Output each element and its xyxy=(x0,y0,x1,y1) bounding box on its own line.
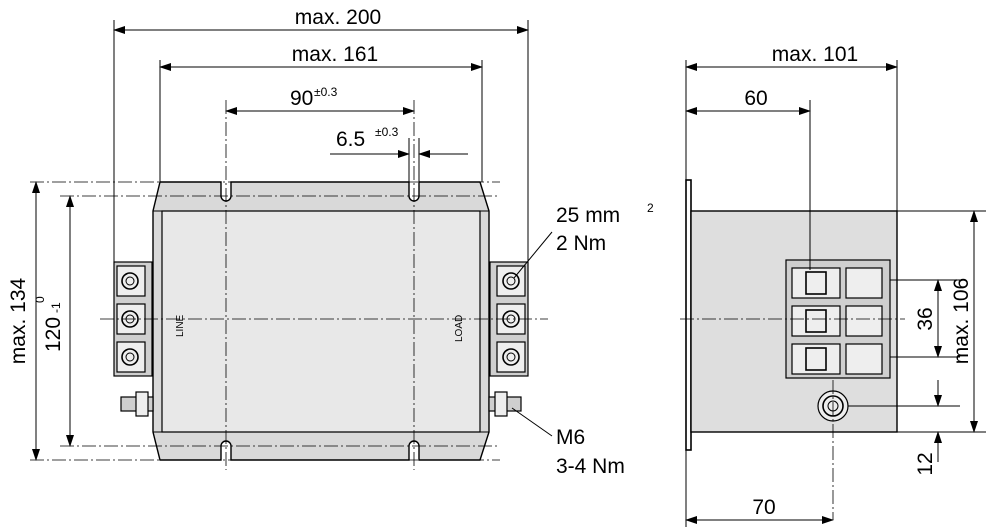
front-face xyxy=(161,210,481,433)
ground-stud-left xyxy=(120,391,154,417)
dim-slot-spacing: 90 xyxy=(290,87,313,110)
dim-overall-width: max. 200 xyxy=(295,6,381,29)
terminal-cross-section: 25 mm xyxy=(556,204,620,227)
ground-stud-right xyxy=(488,391,522,417)
dim-mount-height-tol-lower: -1 xyxy=(49,302,63,313)
label-line: LINE xyxy=(175,314,186,337)
dim-slot-spacing-tolerance: ±0.3 xyxy=(314,85,338,99)
front-view: max. 200 max. 161 90 ±0.3 6.5 ±0.3 max. … xyxy=(7,6,654,478)
terminal-cross-section-sup: 2 xyxy=(647,201,654,215)
ground-torque: 3-4 Nm xyxy=(556,455,625,478)
dim-terminal-height: 36 xyxy=(914,307,937,330)
dim-mount-height: 120 xyxy=(42,317,65,352)
dim-overall-height: max. 134 xyxy=(7,277,30,364)
ground-stud-size: M6 xyxy=(556,426,585,449)
dim-ground-height: 12 xyxy=(914,452,937,475)
dim-overall-depth: max. 101 xyxy=(772,43,858,66)
dim-ground-offset: 70 xyxy=(752,496,775,519)
label-load: LOAD xyxy=(454,315,465,342)
terminal-torque: 2 Nm xyxy=(556,232,606,255)
dim-mount-height-tol-upper: 0 xyxy=(33,296,47,303)
dim-terminal-offset: 60 xyxy=(744,87,767,110)
dim-slot-width: 6.5 xyxy=(336,128,365,151)
dim-side-overall-height: max. 106 xyxy=(950,278,973,364)
side-view: max. 101 60 70 36 max. 106 12 xyxy=(680,43,986,527)
dim-body-width: max. 161 xyxy=(292,43,378,66)
dim-slot-width-tolerance: ±0.3 xyxy=(375,125,399,139)
